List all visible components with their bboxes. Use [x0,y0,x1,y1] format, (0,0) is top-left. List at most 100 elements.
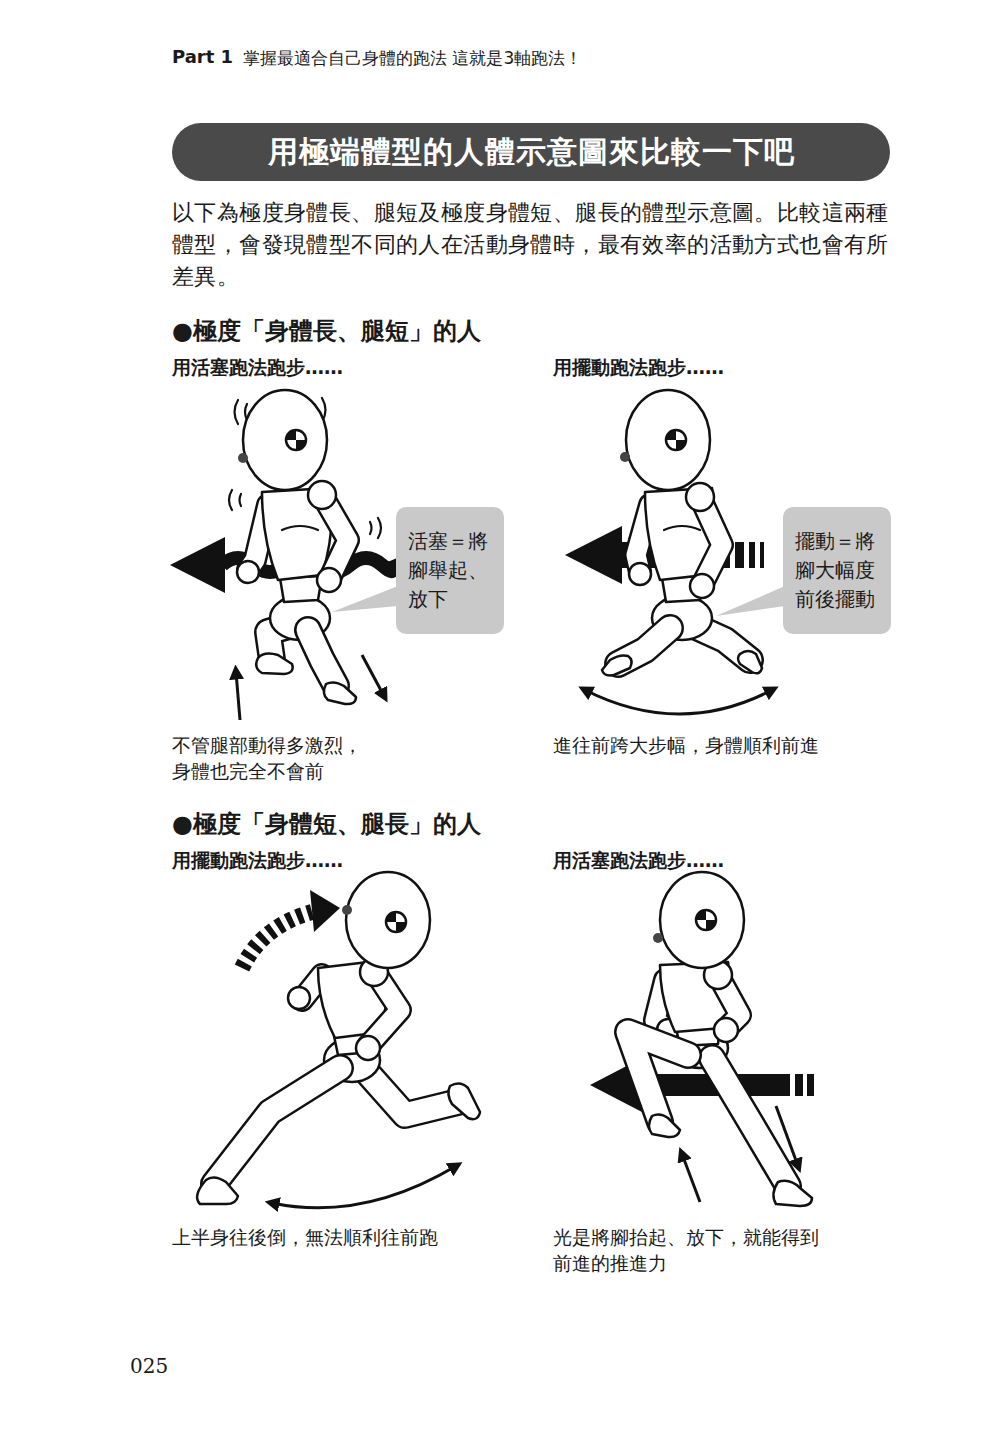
direction-arrow [170,537,225,593]
mannequin [396,922,406,932]
callout-text: 擺動＝將 腳大幅度 前後擺動 [795,527,879,614]
figure-caption: 進往前跨大步幅，身體順利前進 [553,732,893,758]
direction-arrow [807,1074,814,1096]
figure-caption-holder: 不管腿部動得多激烈， 身體也完全不會前 [172,732,472,784]
callout-text: 活塞＝將 腳舉起、 放下 [408,527,492,614]
mannequin [243,390,327,490]
sub-heading-holder: 用擺動跑法跑步…… [172,848,343,874]
direction-arrow [760,542,764,568]
mannequin [706,920,716,930]
mannequin [386,912,396,922]
sub-heading: 用活塞跑法跑步…… [553,848,724,874]
title: 用極端體型的人體示意圖來比較一下吧 [268,132,795,173]
mannequin [602,390,762,675]
mannequin [696,910,706,920]
mannequin [342,905,352,915]
sub-heading: 用活塞跑法跑步…… [172,355,343,381]
running-head: Part 1 [172,46,233,67]
mannequin [282,526,318,530]
mannequin [626,390,710,490]
motion-arrow [682,1154,700,1202]
mannequin [237,561,259,583]
mannequin [620,452,630,462]
mannequin [214,1068,340,1184]
mannequin [660,872,744,968]
mannequin [664,526,700,530]
section-heading: ●極度「身體短、腿長」的人 [172,808,481,840]
intro-paragraph: 以下為極度身體長、腿短及極度身體短、腿長的體型示意圖。比較這兩種 體型，會發現體… [172,197,917,293]
sub-heading: 用擺動跑法跑步…… [553,355,724,381]
mannequin [686,483,714,511]
mannequin [628,872,812,1206]
mannequin [365,1070,458,1115]
lean-arrow [242,890,340,968]
mannequin [666,430,686,450]
mannequin [696,910,716,930]
lean-arrow [242,912,312,968]
mannequin [666,430,676,440]
vibration-mark [370,522,372,534]
vibration-mark [235,400,239,424]
direction-arrow [795,1074,803,1096]
mannequin [649,1114,680,1137]
mannequin [324,682,356,704]
callout-pointer [716,586,785,616]
mannequin [738,651,762,673]
callout-box: 活塞＝將 腳舉起、 放下 [396,507,504,634]
section-heading-holder: ●極度「身體短、腿長」的人 [172,808,481,840]
figure-caption-holder: 光是將腳抬起、放下，就能得到 前進的推進力 [553,1224,843,1276]
mannequin [365,1070,458,1115]
mannequin [773,1181,812,1206]
figure-caption-holder: 進往前跨大步幅，身體順利前進 [553,732,893,758]
direction-arrow [565,526,622,584]
mannequin [308,481,336,509]
mannequin [238,453,248,463]
title-band: 用極端體型的人體示意圖來比較一下吧 [172,123,890,181]
mannequin [628,1032,688,1122]
figure-caption: 不管腿部動得多激烈， 身體也完全不會前 [172,732,472,784]
running-head-holder: 掌握最適合自己身體的跑法 這就是3軸跑法！ [243,47,582,70]
mannequin [214,1068,340,1184]
mannequin [286,430,306,450]
callout-pointer [332,586,398,612]
mannequin [237,390,356,704]
intro-paragraph-holder: 以下為極度身體長、腿短及極度身體短、腿長的體型示意圖。比較這兩種 體型，會發現體… [172,197,917,293]
mannequin [628,1032,688,1122]
mannequin [653,933,663,943]
figure-caption: 上半身往後倒，無法順利往前跑 [172,1224,512,1250]
mannequin [256,654,292,674]
section-heading-holder: ●極度「身體長、腿短」的人 [172,315,481,347]
vibration-mark [240,494,242,506]
mannequin [690,574,714,598]
running-head-holder: Part 1 [172,46,233,67]
header-rule [172,123,890,181]
piston-runner-long-legs [590,872,814,1206]
mannequin [712,1058,788,1186]
mannequin [356,1036,380,1060]
mannequin [448,1083,480,1119]
mannequin [197,872,480,1204]
mannequin [296,440,306,450]
mannequin [286,430,296,440]
mannequin [602,656,632,676]
swing-arrow [585,690,772,714]
vibration-mark [378,518,381,538]
motion-arrow [236,672,240,720]
direction-arrow [735,542,744,568]
mannequin [197,1177,238,1204]
lean-arrow [310,890,340,932]
sub-heading-holder: 用活塞跑法跑步…… [553,848,724,874]
mannequin [629,563,651,585]
mannequin [714,1018,738,1042]
mannequin [308,630,336,686]
mannequin [308,630,336,686]
direction-arrow [749,542,755,568]
swing-arrow [272,1166,456,1208]
swing-runner-long-body [565,390,785,714]
sub-heading: 用擺動跑法跑步…… [172,848,343,874]
mannequin [386,912,406,932]
sub-heading-holder: 用活塞跑法跑步…… [172,355,343,381]
mannequin [346,872,430,968]
page-number-holder: 025 [130,1354,168,1378]
motion-arrow [362,655,384,696]
